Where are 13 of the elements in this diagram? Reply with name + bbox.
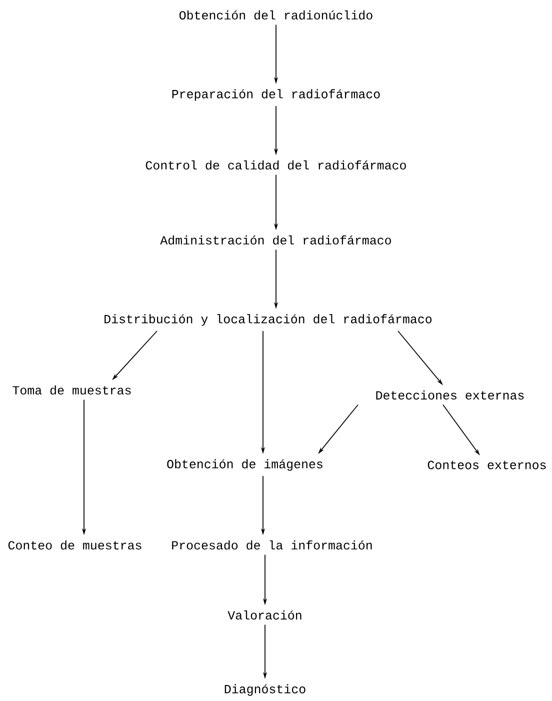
step-label: Conteos externos <box>428 460 546 470</box>
step-label: Procesado de la información <box>172 540 372 550</box>
step-label: Administración del radiofármaco <box>160 235 391 245</box>
step-label: Control de calidad del radiofármaco <box>146 160 406 170</box>
step-label: Obtención de imágenes <box>167 459 322 471</box>
step-label: Detecciones externas <box>376 390 524 400</box>
step-label: Conteo de muestras <box>8 540 142 550</box>
step-label: Preparación del radiofármaco <box>172 89 380 101</box>
step-label: Distribución y localización del radiofármaco <box>104 314 432 326</box>
step-label: Valoración <box>228 610 302 620</box>
step-label: Toma de muestras <box>12 385 131 395</box>
step-label: Diagnóstico <box>224 684 306 696</box>
step-label: Obtención del radionúclido <box>179 10 372 20</box>
